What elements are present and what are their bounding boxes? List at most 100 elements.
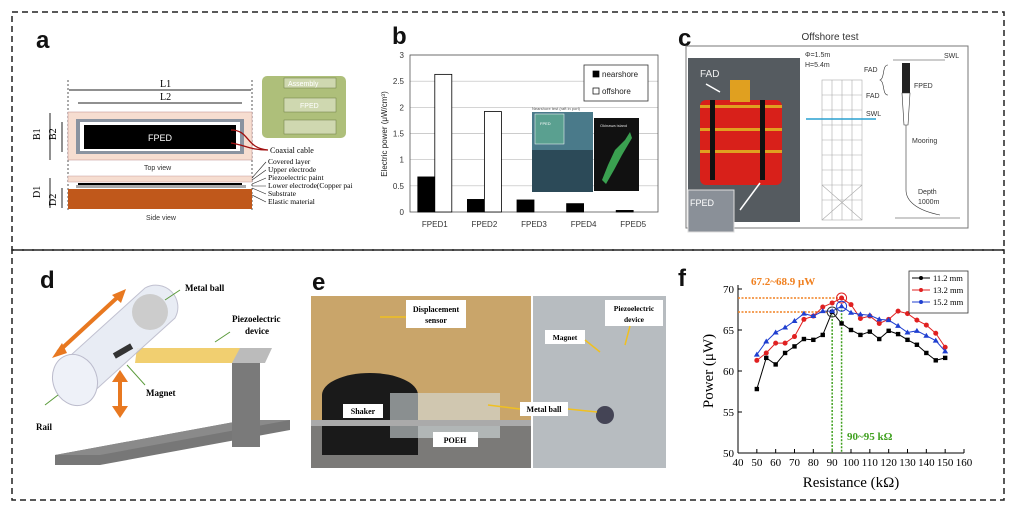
offshore-title: Offshore test xyxy=(801,32,858,43)
fped-element xyxy=(84,125,236,149)
dim-d1-label: D1 xyxy=(32,186,43,198)
base-plate xyxy=(55,420,290,465)
y-tick-label: 0 xyxy=(400,208,405,217)
fad-mooring-drawing xyxy=(902,63,910,93)
rail-label: Rail xyxy=(36,422,53,432)
layer-label: Piezoelectric paint xyxy=(268,173,325,182)
data-point xyxy=(932,337,939,343)
data-point xyxy=(753,351,760,357)
data-point xyxy=(895,322,902,328)
x-tick-label: FPED2 xyxy=(472,220,498,229)
data-point xyxy=(839,321,844,326)
covered-layer xyxy=(67,175,253,183)
data-point xyxy=(923,332,930,338)
bottom-frame xyxy=(11,249,1005,501)
layer-labels: Covered layer Upper electrode Piezoelect… xyxy=(251,157,353,206)
metal-ball-label: Metal ball xyxy=(185,283,225,293)
data-point xyxy=(819,308,826,314)
y-tick-label: 3 xyxy=(400,51,405,60)
piezo-layer xyxy=(78,183,242,185)
data-point xyxy=(801,336,807,342)
y-tick-label: 2.5 xyxy=(393,77,405,86)
legend-marker xyxy=(919,276,923,280)
dim-d2-label: D2 xyxy=(48,194,59,206)
dim-l2-label: L2 xyxy=(160,92,171,103)
x-tick-label: 90 xyxy=(827,457,839,469)
mooring-label: Mooring xyxy=(912,138,937,145)
data-point xyxy=(791,317,798,323)
x-tick-label: FPED3 xyxy=(521,220,547,229)
data-point xyxy=(867,329,873,334)
displacement-label: Displacement xyxy=(413,305,460,314)
inset-fped-label: FPED xyxy=(540,121,551,126)
lower-electrode xyxy=(76,185,246,188)
piezo-label-2: device xyxy=(624,315,645,324)
data-point xyxy=(839,295,845,301)
data-point xyxy=(810,313,817,319)
data-point xyxy=(763,338,770,344)
data-point xyxy=(857,311,864,317)
fad-label-2: FAD xyxy=(866,93,880,100)
fped-inset-label: FPED xyxy=(690,198,715,208)
layer-label: Substrate xyxy=(268,189,297,198)
data-point xyxy=(848,327,854,333)
data-point xyxy=(792,334,797,340)
depth-value: 1000m xyxy=(918,199,940,206)
support-pillar xyxy=(232,355,260,447)
data-point xyxy=(838,303,845,309)
swl-label-2: SWL xyxy=(944,53,959,60)
fped-label-2: FPED xyxy=(914,83,933,90)
y-tick-label: 65 xyxy=(723,325,735,337)
data-point xyxy=(933,358,938,363)
bar-nearshore xyxy=(466,199,485,213)
motion-arrow xyxy=(56,293,122,354)
bar-offshore xyxy=(483,111,502,213)
layer-label: Lower electrode(Copper pai xyxy=(268,181,353,190)
fad-photo-label: FAD xyxy=(700,69,719,80)
layer-label: Upper electrode xyxy=(268,165,317,174)
data-point xyxy=(829,300,835,306)
top-view-label: Top view xyxy=(144,165,172,172)
y-tick-label: 70 xyxy=(723,284,735,296)
piezo-label: Piezoelectric xyxy=(232,314,280,324)
phi-label: Φ=1.5m xyxy=(805,52,830,59)
y-tick-label: 55 xyxy=(723,407,735,419)
panel-c: c Offshore test FAD FPED Φ=1.5m H=5.4m F… xyxy=(678,25,969,233)
legend-label: nearshore xyxy=(602,70,639,79)
data-point xyxy=(754,386,760,392)
series-line-11.2 mm xyxy=(756,310,946,390)
data-point xyxy=(942,348,949,354)
data-point xyxy=(800,310,807,316)
data-point xyxy=(895,308,901,314)
dim-l1-label: L1 xyxy=(160,79,171,90)
data-point xyxy=(754,357,760,363)
data-point xyxy=(866,312,873,318)
x-tick-label: 60 xyxy=(770,457,782,469)
data-point xyxy=(942,344,948,350)
data-point xyxy=(848,309,854,315)
data-point xyxy=(895,331,901,337)
metal-ball-label: Metal ball xyxy=(527,405,563,414)
depth-label: Depth xyxy=(918,189,937,196)
bar-nearshore xyxy=(566,203,584,213)
y-tick-label: 0.5 xyxy=(393,182,405,191)
y-tick-label: 2 xyxy=(400,103,405,112)
x-tick-label: 160 xyxy=(956,457,973,469)
highlight-circle xyxy=(826,306,838,318)
height-label: H=5.4m xyxy=(805,62,830,69)
x-tick-label: 40 xyxy=(733,457,745,469)
poeh-label: POEH xyxy=(444,436,467,445)
coaxial-cable xyxy=(230,129,269,151)
legend-label: offshore xyxy=(602,87,631,96)
x-tick-label: 120 xyxy=(880,457,897,469)
panel-label-a: a xyxy=(36,27,50,54)
data-point xyxy=(876,320,882,326)
fped-label: FPED xyxy=(148,133,173,143)
photo-labels: Displacement sensor Shaker Metal ball PO… xyxy=(343,300,663,447)
legend-swatch xyxy=(592,87,600,95)
swl-label: SWL xyxy=(866,111,881,118)
